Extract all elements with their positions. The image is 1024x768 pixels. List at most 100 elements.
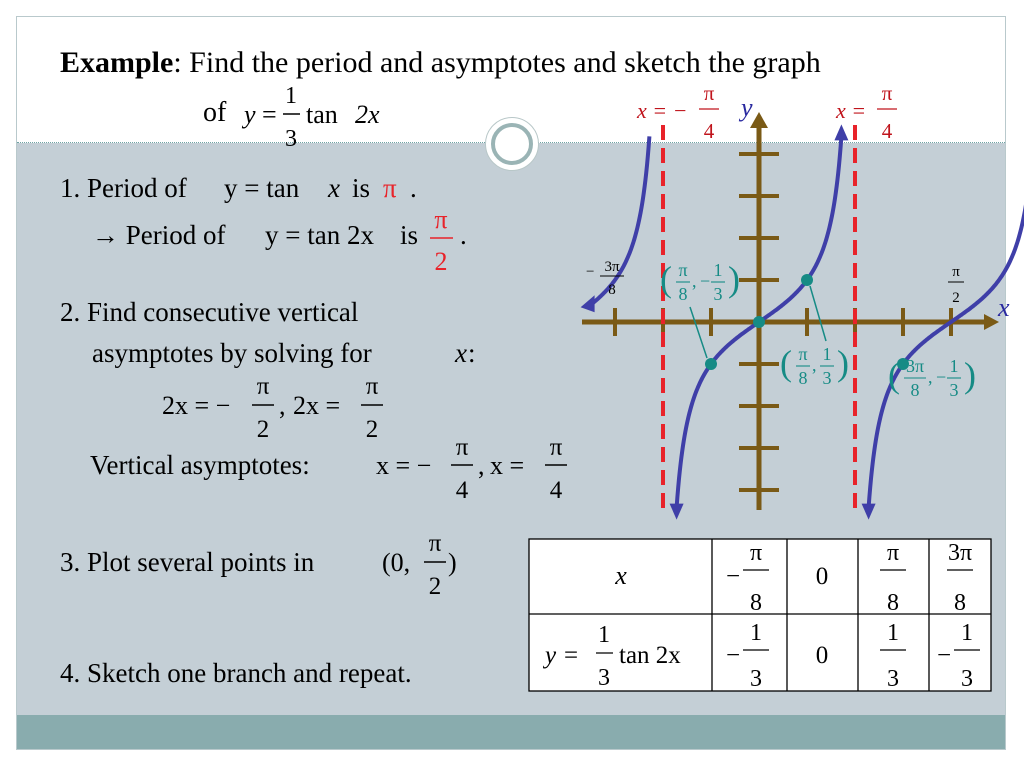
step2-line1: 2. Find consecutive vertical [60, 297, 358, 327]
va-den2: 4 [550, 477, 563, 504]
paren-close: ) [964, 355, 976, 395]
table-cell-den: 8 [954, 590, 966, 616]
step-1b: → Period of y = tan 2x is π 2 . [92, 205, 467, 276]
curve-arrow-icon [580, 295, 595, 313]
point-leader-line [689, 306, 708, 359]
footer-bar [17, 715, 1005, 749]
tick-right-num: π [952, 264, 960, 280]
table-cell-num: 1 [887, 620, 899, 646]
tick-label-neg-3pi-8: − 3π 8 [586, 259, 624, 298]
fraction-num: 3π [906, 356, 924, 376]
table-cell-sign: − [726, 563, 740, 590]
paren-open: ( [780, 343, 792, 383]
step2-eq2-den: 2 [366, 416, 379, 443]
asym-right-num: π [882, 81, 893, 105]
curve-branch-right [866, 204, 1024, 508]
y-axis-label: y [738, 93, 753, 122]
table-cell-num: π [887, 540, 899, 566]
point-label-3pi8-neg13: (3π 8,−1 3) [888, 355, 976, 400]
table-cell-den: 3 [887, 666, 899, 692]
title-rest: : Find the period and asymptotes and ske… [173, 46, 820, 79]
step1b-dot: . [460, 220, 467, 250]
table-cell-num: 1 [750, 620, 762, 646]
pair-separator: , [692, 271, 697, 291]
step1-dot: . [410, 173, 417, 203]
table-cell-num: π [750, 540, 762, 566]
step1-var: x [327, 173, 340, 203]
paren-close: ) [728, 259, 740, 299]
va-lhs1: x = − [376, 451, 431, 480]
asym-left-num: π [704, 81, 715, 105]
table-cell-num: 1 [961, 620, 973, 646]
pair-separator: , [928, 367, 933, 387]
step2-eq2-num: π [366, 373, 379, 400]
va-num1: π [456, 434, 469, 461]
point-label-pi8-neg13: (π8,−13) [660, 259, 740, 304]
step1b-is: is [400, 220, 418, 250]
fraction-num: 1 [950, 356, 959, 376]
title-function: y = 1 3 tan 2x [241, 83, 380, 152]
fraction-num: π [798, 344, 807, 364]
step2-eq1-den: 2 [257, 416, 270, 443]
step1b-prefix: → Period of [92, 220, 225, 250]
fraction-sign: − [936, 367, 946, 387]
asym-right-lhs: x = [835, 98, 866, 123]
tick-left-den: 8 [608, 282, 616, 298]
decorative-ring-icon [491, 123, 533, 165]
slide-title: Example: Find the period and asymptotes … [60, 46, 821, 152]
step3-text: 3. Plot several points in [60, 547, 315, 577]
paren-close: ) [837, 343, 849, 383]
curve-arrow-icon [861, 503, 876, 520]
row2-label-rest: tan 2x [619, 642, 681, 669]
table-cell-den: 3 [750, 666, 762, 692]
asym-left-lhs: x = − [636, 98, 687, 123]
asymptote-label-right: x = π 4 [835, 81, 897, 143]
plotted-point [897, 358, 909, 370]
title-fn-tan: tan [306, 100, 338, 129]
curve-arrow-icon [834, 124, 849, 141]
step2-eq2-lhs: 2x = [293, 391, 340, 420]
step2-eq1-lhs: 2x = − [162, 391, 230, 420]
title-fn-den: 3 [285, 126, 297, 152]
tick-left-sign: − [586, 264, 594, 280]
title-fn-num: 1 [285, 83, 297, 109]
asymptote-label-left: x = − π 4 [636, 81, 719, 143]
x-axis-arrow-icon [984, 314, 999, 330]
paren-open: ( [888, 355, 900, 395]
step-2: 2. Find consecutive vertical asymptotes … [60, 297, 476, 368]
step1-eq: y = tan [224, 173, 300, 203]
step1-value: π [383, 173, 397, 203]
va-comma: , [478, 451, 485, 480]
fraction-den: 8 [679, 284, 688, 304]
step3-close: ) [448, 548, 457, 577]
title-of: of [203, 97, 227, 128]
pair-separator: , [812, 355, 817, 375]
table-cell-den: 8 [887, 590, 899, 616]
y-axis-arrow-icon [750, 112, 768, 128]
va-lhs2: x = [490, 451, 524, 480]
table-row1-label: x [614, 561, 627, 590]
plotted-point [753, 316, 765, 328]
title-bold-word: Example [60, 46, 173, 79]
fraction-sign: − [700, 271, 710, 291]
curve-arrow-icon [669, 503, 684, 520]
title-fn-arg: 2x [355, 100, 380, 129]
fraction-den: 3 [950, 380, 959, 400]
point-label-pi8-13: (π8,13) [780, 343, 849, 388]
plotted-point [705, 358, 717, 370]
fraction-den: 8 [911, 380, 920, 400]
step3-open: (0, [382, 548, 410, 577]
x-axis-label: x [997, 293, 1010, 322]
tick-right-den: 2 [952, 290, 960, 306]
curve-branch-left [591, 136, 652, 305]
plotted-point [801, 274, 813, 286]
table-cell-y: 0 [816, 642, 829, 669]
step1b-num: π [434, 205, 447, 234]
step3-num: π [429, 530, 442, 557]
fraction-num: 1 [823, 344, 832, 364]
table-body [528, 538, 992, 692]
row2-label-num: 1 [598, 622, 610, 648]
table-row2-label: y = 1 3 tan 2x [542, 622, 681, 691]
